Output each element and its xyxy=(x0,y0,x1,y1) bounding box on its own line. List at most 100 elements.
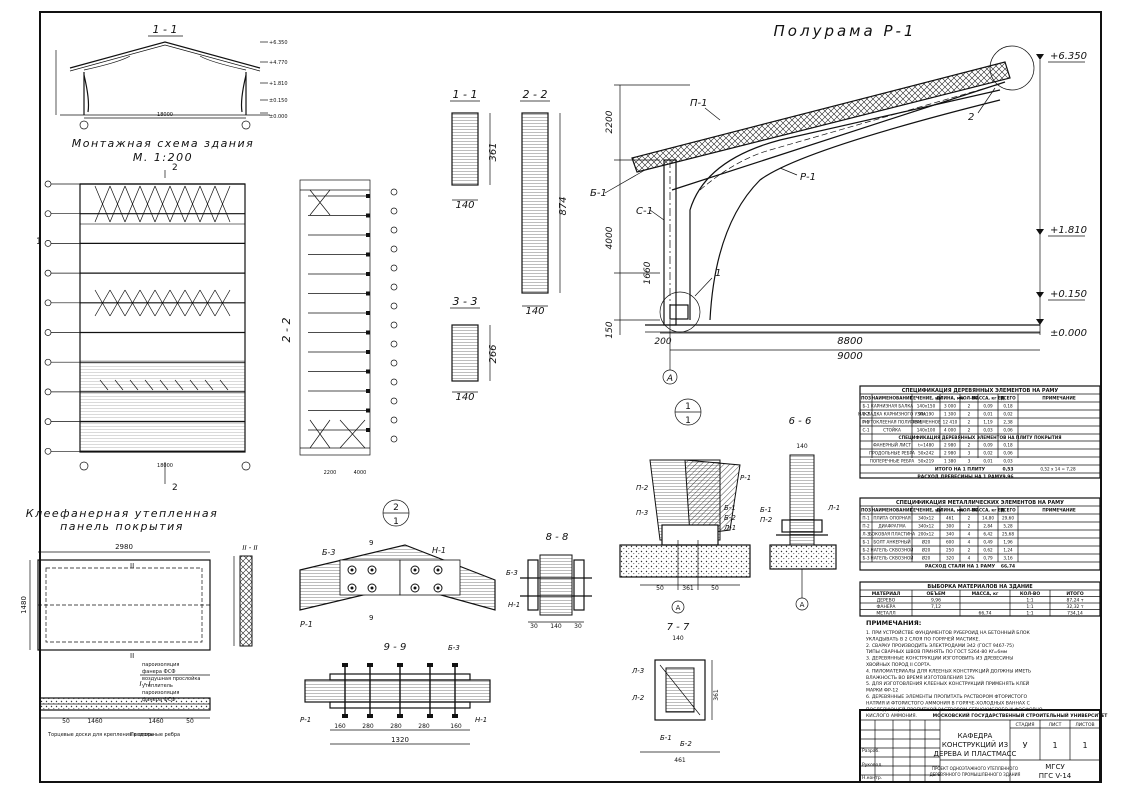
svg-text:140х150: 140х150 xyxy=(917,404,936,409)
svg-text:1 380: 1 380 xyxy=(944,459,956,464)
svg-text:12 410: 12 410 xyxy=(943,420,958,425)
svg-text:А: А xyxy=(800,601,805,609)
svg-text:Б-1: Б-1 xyxy=(862,404,869,409)
svg-text:3,16: 3,16 xyxy=(1003,556,1013,561)
svg-text:50х219: 50х219 xyxy=(918,459,934,464)
svg-text:СТОЙКА: СТОЙКА xyxy=(883,428,901,433)
svg-text:1320: 1320 xyxy=(391,736,409,744)
svg-text:30: 30 xyxy=(530,623,538,630)
svg-text:НАИМЕНОВАНИЕ: НАИМЕНОВАНИЕ xyxy=(872,508,913,513)
svg-text:СПЕЦИФИКАЦИЯ ДЕРЕВЯННЫХ ЭЛЕМЕН: СПЕЦИФИКАЦИЯ ДЕРЕВЯННЫХ ЭЛЕМЕНТОВ НА ПЛИ… xyxy=(899,435,1062,440)
notes: ПРИМЕЧАНИЯ: 1. ПРИ УСТРОЙСТВЕ ФУНДАМЕНТО… xyxy=(865,619,1045,719)
svg-text:ИТОГО НА 1 ПЛИТУ: ИТОГО НА 1 ПЛИТУ xyxy=(935,467,986,473)
svg-text:А: А xyxy=(666,374,673,384)
svg-text:+0.150: +0.150 xyxy=(1050,289,1087,300)
svg-text:фанера ФСФ: фанера ФСФ xyxy=(142,669,176,675)
svg-text:2,84: 2,84 xyxy=(983,524,993,529)
roof-plan: 18000 1 2 2 xyxy=(36,163,251,493)
svg-text:ПЕРЕМЕННОЕ: ПЕРЕМЕННОЕ xyxy=(911,420,941,425)
svg-text:КАРНИЗНАЯ БАЛКА: КАРНИЗНАЯ БАЛКА xyxy=(871,404,913,409)
svg-text:Р-1: Р-1 xyxy=(863,420,870,425)
svg-text:воздушная прослойка: воздушная прослойка xyxy=(142,675,200,682)
svg-text:9 - 9: 9 - 9 xyxy=(384,642,407,653)
svg-text:4: 4 xyxy=(968,532,971,537)
svg-text:2: 2 xyxy=(968,524,971,529)
specification-tables: СПЕЦИФИКАЦИЯ ДЕРЕВЯННЫХ ЭЛЕМЕНТОВ НА РАМ… xyxy=(858,385,1101,617)
svg-text:1 300: 1 300 xyxy=(944,412,956,417)
svg-text:СЕЧЕНИЕ, мм: СЕЧЕНИЕ, мм xyxy=(910,508,943,513)
svg-text:ВСЕГО: ВСЕГО xyxy=(1000,508,1016,513)
svg-text:Н.контр.: Н.контр. xyxy=(862,775,882,781)
svg-text:НАКЛАДКА КАРНИЗНОГО УЗЛА: НАКЛАДКА КАРНИЗНОГО УЗЛА xyxy=(858,412,926,417)
svg-text:ДИАФРАГМА: ДИАФРАГМА xyxy=(878,524,905,529)
svg-text:1: 1 xyxy=(685,402,691,412)
svg-text:0,09: 0,09 xyxy=(983,443,993,448)
svg-text:0,09: 0,09 xyxy=(983,404,993,409)
svg-text:5,28: 5,28 xyxy=(1003,524,1013,529)
svg-text:ТИПЫ СВАРНЫХ ШВОВ ПРИНЯТЬ ПО Г: ТИПЫ СВАРНЫХ ШВОВ ПРИНЯТЬ ПО ГОСТ 5264-8… xyxy=(865,649,1008,655)
svg-text:Б-3: Б-3 xyxy=(506,569,518,577)
svg-text:КИСЛОГО АММОНИЯ.: КИСЛОГО АММОНИЯ. xyxy=(866,713,917,719)
svg-text:ДЕРЕВО: ДЕРЕВО xyxy=(877,597,896,603)
svg-text:0,18: 0,18 xyxy=(1003,443,1013,448)
svg-text:1,24: 1,24 xyxy=(1003,548,1013,553)
longitudinal-section: 2 - 2 2200 4000 xyxy=(280,179,398,476)
svg-text:МЕТАЛЛ: МЕТАЛЛ xyxy=(876,610,895,616)
svg-text:461: 461 xyxy=(674,757,686,764)
svg-text:Р-1: Р-1 xyxy=(740,474,751,482)
svg-text:1460: 1460 xyxy=(87,718,102,725)
svg-text:361: 361 xyxy=(488,142,499,161)
svg-text:Ø20: Ø20 xyxy=(922,556,931,561)
svg-text:А: А xyxy=(676,604,681,612)
roof-panel: Клеефанерная утепленная панель покрытия … xyxy=(20,507,258,738)
svg-text:2: 2 xyxy=(968,516,971,521)
svg-text:1:1: 1:1 xyxy=(1026,604,1033,610)
svg-text:1,19: 1,19 xyxy=(983,420,993,425)
svg-text:3 - 3: 3 - 3 xyxy=(453,295,478,308)
svg-text:1480: 1480 xyxy=(20,596,28,614)
svg-text:50: 50 xyxy=(711,585,719,592)
svg-text:2: 2 xyxy=(172,483,178,493)
svg-text:1:1: 1:1 xyxy=(1026,597,1033,603)
svg-text:2: 2 xyxy=(968,412,971,417)
svg-text:ДЛИНА, мм: ДЛИНА, мм xyxy=(936,508,964,513)
svg-text:ПРИМЕЧАНИЕ: ПРИМЕЧАНИЕ xyxy=(1042,396,1076,401)
svg-text:ПРИМЕЧАНИЯ:: ПРИМЕЧАНИЯ: xyxy=(866,619,921,627)
svg-text:ПРОЕКТ ОДНОЭТАЖНОГО УТЕПЛЕННОГ: ПРОЕКТ ОДНОЭТАЖНОГО УТЕПЛЕННОГО xyxy=(932,766,1018,771)
svg-text:КАФЕДРА: КАФЕДРА xyxy=(958,732,993,740)
svg-text:П-1: П-1 xyxy=(690,98,708,109)
svg-text:140: 140 xyxy=(525,306,544,317)
svg-text:КОЛ-ВО: КОЛ-ВО xyxy=(1020,591,1041,597)
node-2: 2 1 Б-3 Н-1 Р-1 9 9 xyxy=(299,499,496,629)
svg-text:1,96: 1,96 xyxy=(1003,540,1013,545)
svg-text:Б-2: Б-2 xyxy=(680,740,692,748)
svg-text:361: 361 xyxy=(713,689,720,701)
svg-text:2. СВАРКУ ПРОИЗВОДИТЬ ЭЛЕКТРОД: 2. СВАРКУ ПРОИЗВОДИТЬ ЭЛЕКТРОДАМИ Э42 (Г… xyxy=(866,643,1014,649)
svg-text:340: 340 xyxy=(946,532,954,537)
svg-text:250: 250 xyxy=(946,548,954,553)
panel-subtitle: панель покрытия xyxy=(60,520,184,533)
svg-text:2: 2 xyxy=(968,443,971,448)
university: МОСКОВСКИЙ ГОСУДАРСТВЕННЫЙ СТРОИТЕЛЬНЫЙ … xyxy=(933,711,1109,719)
svg-text:ПРОДОЛЬНЫЕ РЕБРА: ПРОДОЛЬНЫЕ РЕБРА xyxy=(869,451,915,456)
svg-text:РАСХОД СТАЛИ НА 1 РАМУ: РАСХОД СТАЛИ НА 1 РАМУ xyxy=(925,564,996,570)
svg-text:4: 4 xyxy=(968,540,971,545)
svg-text:340х12: 340х12 xyxy=(918,524,934,529)
panel-title: Клеефанерная утепленная xyxy=(26,507,218,520)
svg-text:Р-1: Р-1 xyxy=(300,716,311,724)
scheme-section-label: 1 - 1 xyxy=(153,23,178,36)
svg-text:150: 150 xyxy=(605,321,615,338)
section-9-9: 9 - 9 Б-3 Р-1 Н-1 160 280 280 280 160 13… xyxy=(300,642,491,745)
svg-text:ХВОЙНЫХ ПОРОД II СОРТА.: ХВОЙНЫХ ПОРОД II СОРТА. xyxy=(866,661,931,668)
svg-text:РАСХОД ДРЕВЕСИНЫ НА 1 РАМУ: РАСХОД ДРЕВЕСИНЫ НА 1 РАМУ xyxy=(917,474,1003,480)
svg-text:2200: 2200 xyxy=(605,110,615,133)
svg-text:Н-1: Н-1 xyxy=(432,546,446,555)
svg-text:3: 3 xyxy=(968,451,971,456)
plan-label: 2 - 2 xyxy=(280,318,293,343)
svg-text:9,96: 9,96 xyxy=(931,597,941,603)
svg-text:8 - 8: 8 - 8 xyxy=(546,532,569,543)
svg-text:Л-3: Л-3 xyxy=(862,532,870,537)
scheme-level-2: +4.770 xyxy=(269,60,288,66)
svg-text:Н-1: Н-1 xyxy=(475,716,487,724)
